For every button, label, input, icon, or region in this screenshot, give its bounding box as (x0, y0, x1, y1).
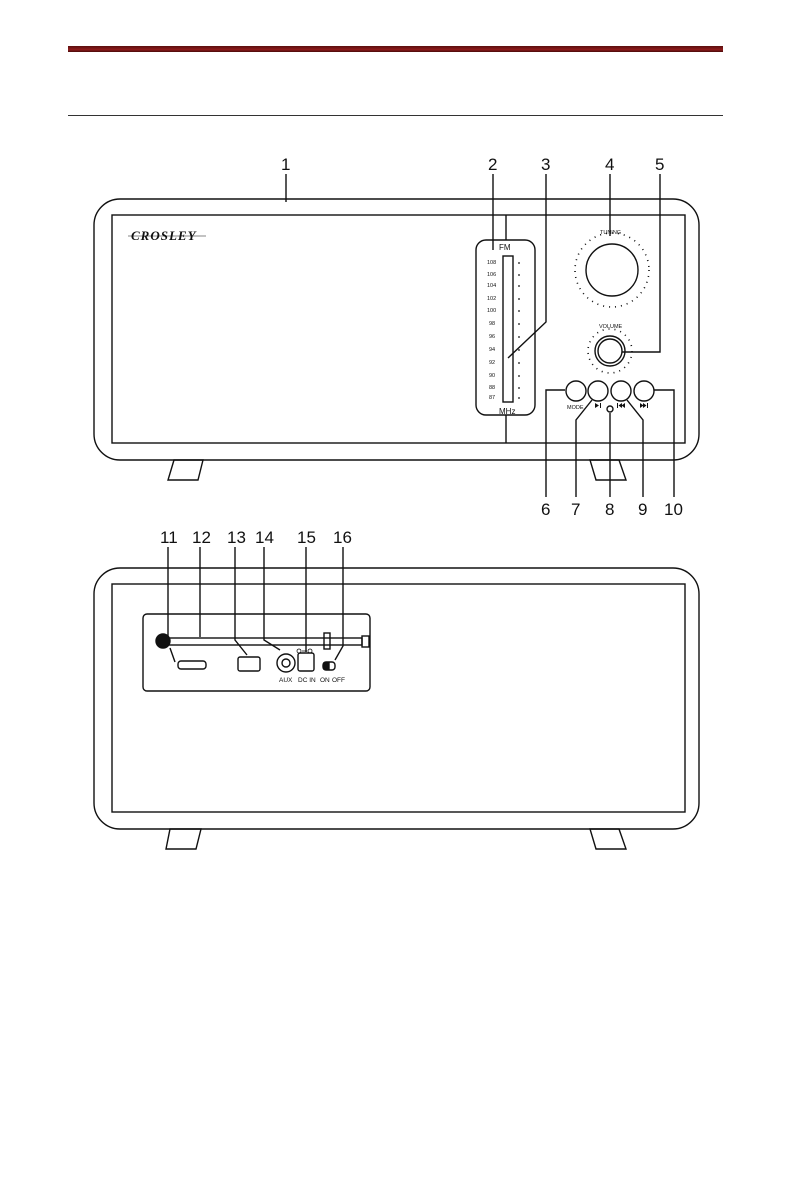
next-button (634, 381, 654, 401)
scale-104: 104 (487, 283, 496, 289)
scale-87: 87 (489, 395, 495, 401)
back-cabinet-inner (112, 584, 685, 812)
scale-106: 106 (487, 272, 496, 278)
callout-9: 9 (638, 500, 647, 519)
antenna-clip (178, 661, 206, 669)
scale-100: 100 (487, 308, 496, 314)
callout-14: 14 (255, 528, 274, 547)
tuning-label: TUNING (600, 230, 621, 236)
callout-3: 3 (541, 155, 550, 174)
callout-4: 4 (605, 155, 614, 174)
dc-in-label: DC IN (298, 677, 316, 684)
callout-2: 2 (488, 155, 497, 174)
callout-1: 1 (281, 155, 290, 174)
on-label: ON (320, 677, 330, 684)
scale-98: 98 (489, 321, 495, 327)
front-right-foot (590, 460, 626, 480)
back-left-foot (166, 829, 201, 849)
scale-88: 88 (489, 385, 495, 391)
tuning-knob (586, 244, 638, 296)
dc-in-port (298, 653, 314, 671)
indicator-led (607, 406, 613, 412)
off-label: OFF (332, 677, 345, 684)
previous-button (611, 381, 631, 401)
callout-13: 13 (227, 528, 246, 547)
scale-102: 102 (487, 296, 496, 302)
play-pause-icon (595, 403, 601, 408)
volume-label: VOLUME (599, 324, 623, 330)
back-cabinet-outer (94, 568, 699, 829)
aux-label: AUX (279, 677, 293, 684)
back-right-foot (590, 829, 626, 849)
mode-button (566, 381, 586, 401)
band-label: FM (499, 243, 511, 252)
play-pause-button (588, 381, 608, 401)
scale-108: 108 (487, 260, 496, 266)
scale-90: 90 (489, 373, 495, 379)
previous-track-icon (617, 403, 625, 408)
callout-16: 16 (333, 528, 352, 547)
usb-port (238, 657, 260, 671)
scale-92: 92 (489, 360, 495, 366)
callout-5: 5 (655, 155, 664, 174)
volume-knob (595, 336, 625, 366)
unit-label: MHz (499, 407, 515, 416)
scale-94: 94 (489, 347, 495, 353)
next-track-icon (640, 403, 648, 408)
callout-10: 10 (664, 500, 683, 519)
callout-8: 8 (605, 500, 614, 519)
callout-15: 15 (297, 528, 316, 547)
callout-12: 12 (192, 528, 211, 547)
front-left-foot (168, 460, 203, 480)
fm-dial-window (476, 240, 535, 415)
brand-logo: CROSLEY (131, 228, 197, 243)
callout-11: 11 (160, 528, 178, 547)
mode-label: MODE (567, 405, 584, 411)
callout-6: 6 (541, 500, 550, 519)
scale-96: 96 (489, 334, 495, 340)
callout-7: 7 (571, 500, 580, 519)
aux-jack (277, 654, 295, 672)
